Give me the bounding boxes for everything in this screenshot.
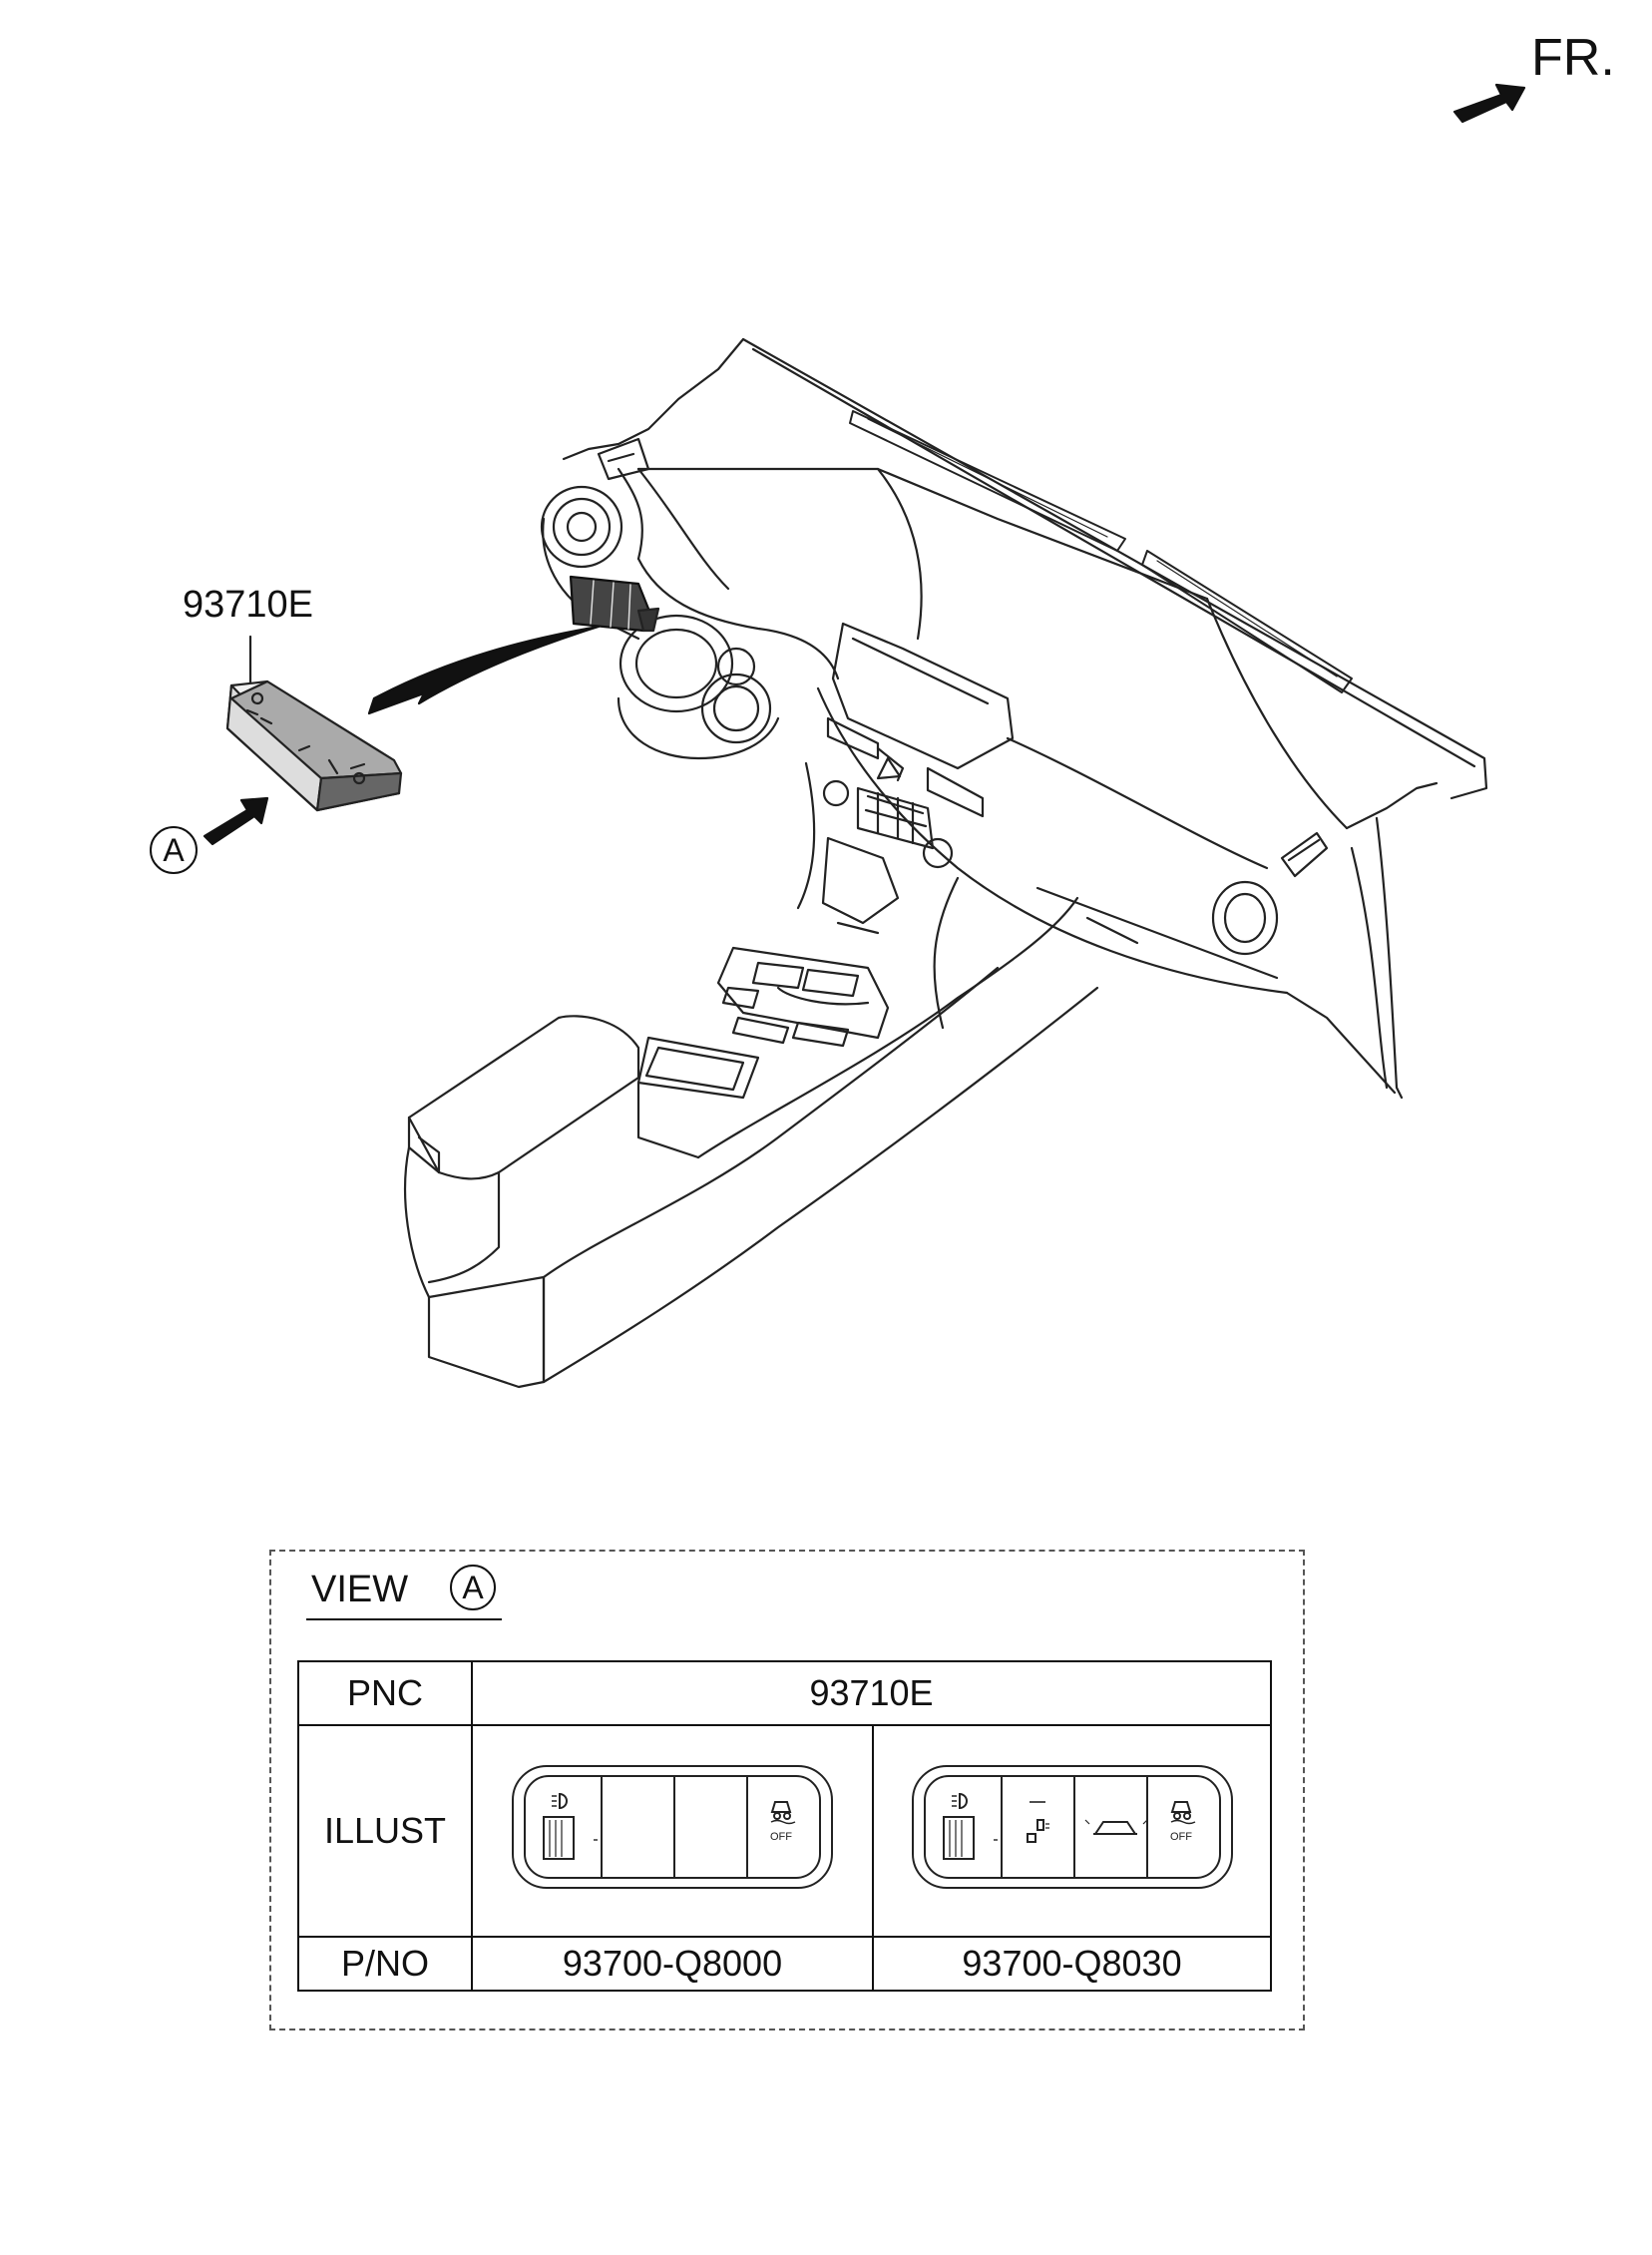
part-number-q8000: 93700-Q8000 [471, 1936, 874, 1992]
off-label: OFF [770, 1831, 792, 1843]
pnc-value: 93710E [471, 1660, 1272, 1726]
spec-table: PNC 93710E ILLUST OFF [297, 1660, 1272, 1992]
view-title-marker: A [450, 1565, 496, 1610]
view-title-underline [306, 1618, 502, 1620]
instrument-panel [367, 337, 1488, 1389]
view-a-arrow-icon [203, 796, 269, 846]
headlamp-leveling-icon [543, 1792, 598, 1860]
front-direction-arrow-icon [1452, 83, 1526, 124]
pnc-header: PNC [297, 1660, 473, 1726]
view-a-marker: A [150, 826, 198, 874]
traction-control-off-icon: OFF [770, 1800, 796, 1843]
illust-cell-q8030: OFF [872, 1724, 1272, 1938]
headlamp-leveling-icon [942, 1792, 998, 1860]
pointer-arrow-icon [367, 625, 601, 715]
switch-panel-illustration-q8000: OFF [512, 1764, 833, 1889]
illust-cell-q8000: OFF [471, 1724, 874, 1938]
pno-header: P/NO [297, 1936, 473, 1992]
view-a-callout-box [269, 1550, 1305, 2030]
table-row: P/NO 93700-Q8000 93700-Q8030 [297, 1936, 1272, 1992]
illust-header: ILLUST [297, 1724, 473, 1938]
parking-sensor-icon [1026, 1800, 1049, 1843]
switch-assembly-part [225, 635, 403, 812]
parking-view-icon [1084, 1819, 1147, 1835]
table-row: ILLUST OFF [297, 1724, 1272, 1938]
switch-panel-illustration-q8030: OFF [911, 1764, 1233, 1889]
view-title: VIEW [311, 1569, 409, 1610]
front-direction-label: FR. [1531, 29, 1615, 87]
part-number-q8030: 93700-Q8030 [872, 1936, 1272, 1992]
table-row: PNC 93710E [297, 1660, 1272, 1726]
part-callout-label: 93710E [183, 584, 314, 626]
off-label: OFF [1170, 1831, 1192, 1843]
traction-control-off-icon: OFF [1170, 1800, 1195, 1843]
